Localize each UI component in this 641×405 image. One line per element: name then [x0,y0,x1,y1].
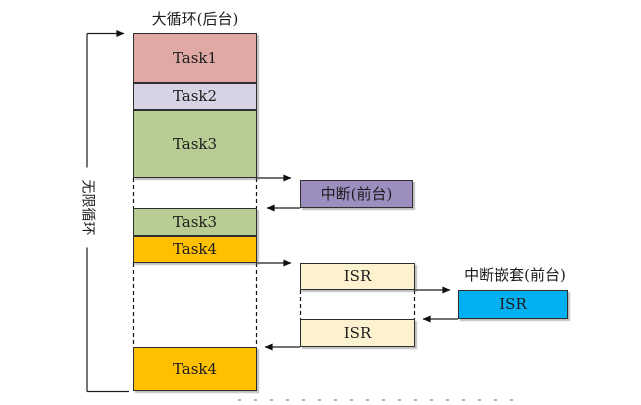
task2-box: Task2 [133,83,257,110]
task4-resume-box: Task4 [133,347,257,391]
task4-box: Task4 [133,236,257,263]
nested-interrupt-title: 中断嵌套(前台) [464,266,566,284]
infinite-loop-label: 无限循环 [78,167,96,248]
isr2-label: ISR [343,323,372,342]
task4-label: Task4 [172,240,218,258]
task2-label: Task2 [172,87,218,105]
isr1-label: ISR [343,267,372,285]
isr2-box: ISR [300,319,415,347]
task3-resume-box: Task3 [133,208,257,236]
task3-resume-label: Task3 [172,212,218,231]
nested-isr-box: ISR [458,290,568,319]
task3-box: Task3 [133,110,257,178]
task1-label: Task1 [172,48,218,67]
cropped-caption-fragment [238,399,523,401]
background-loop-title: 大循环(后台) [151,10,239,28]
interrupt-box: 中断(前台) [300,180,413,208]
task1-box: Task1 [133,33,257,83]
isr1-box: ISR [300,263,415,290]
task4-resume-label: Task4 [172,359,218,378]
task3-label: Task3 [172,134,218,153]
nested-isr-label: ISR [499,295,527,313]
interrupt-label: 中断(前台) [320,184,393,203]
